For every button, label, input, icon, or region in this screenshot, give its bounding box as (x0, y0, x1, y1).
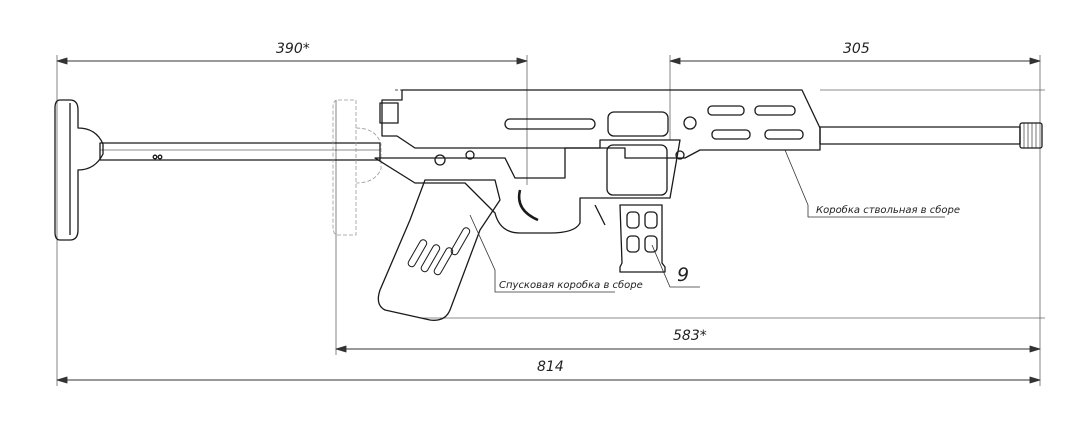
callout-upper-receiver: Коробка ствольная в сборе (816, 205, 961, 216)
dimension-390: 390* (276, 41, 310, 57)
extension-lines (56, 55, 1045, 386)
pistol-grip (377, 179, 501, 321)
buttstock (54, 99, 381, 241)
dimension-lines (56, 57, 1041, 384)
magazine (619, 204, 666, 273)
dimension-305: 305 (843, 41, 870, 57)
folded-stock-phantom (332, 99, 382, 236)
dimension-583: 583* (673, 328, 707, 344)
barrel (819, 122, 1043, 149)
dimension-814: 814 (537, 359, 564, 375)
lower-receiver (374, 139, 681, 234)
upper-receiver (379, 89, 821, 160)
callout-item-9: 9 (677, 264, 690, 286)
leader-lines (469, 149, 945, 293)
callout-lower-receiver: Спусковая коробка в сборе (499, 280, 643, 291)
